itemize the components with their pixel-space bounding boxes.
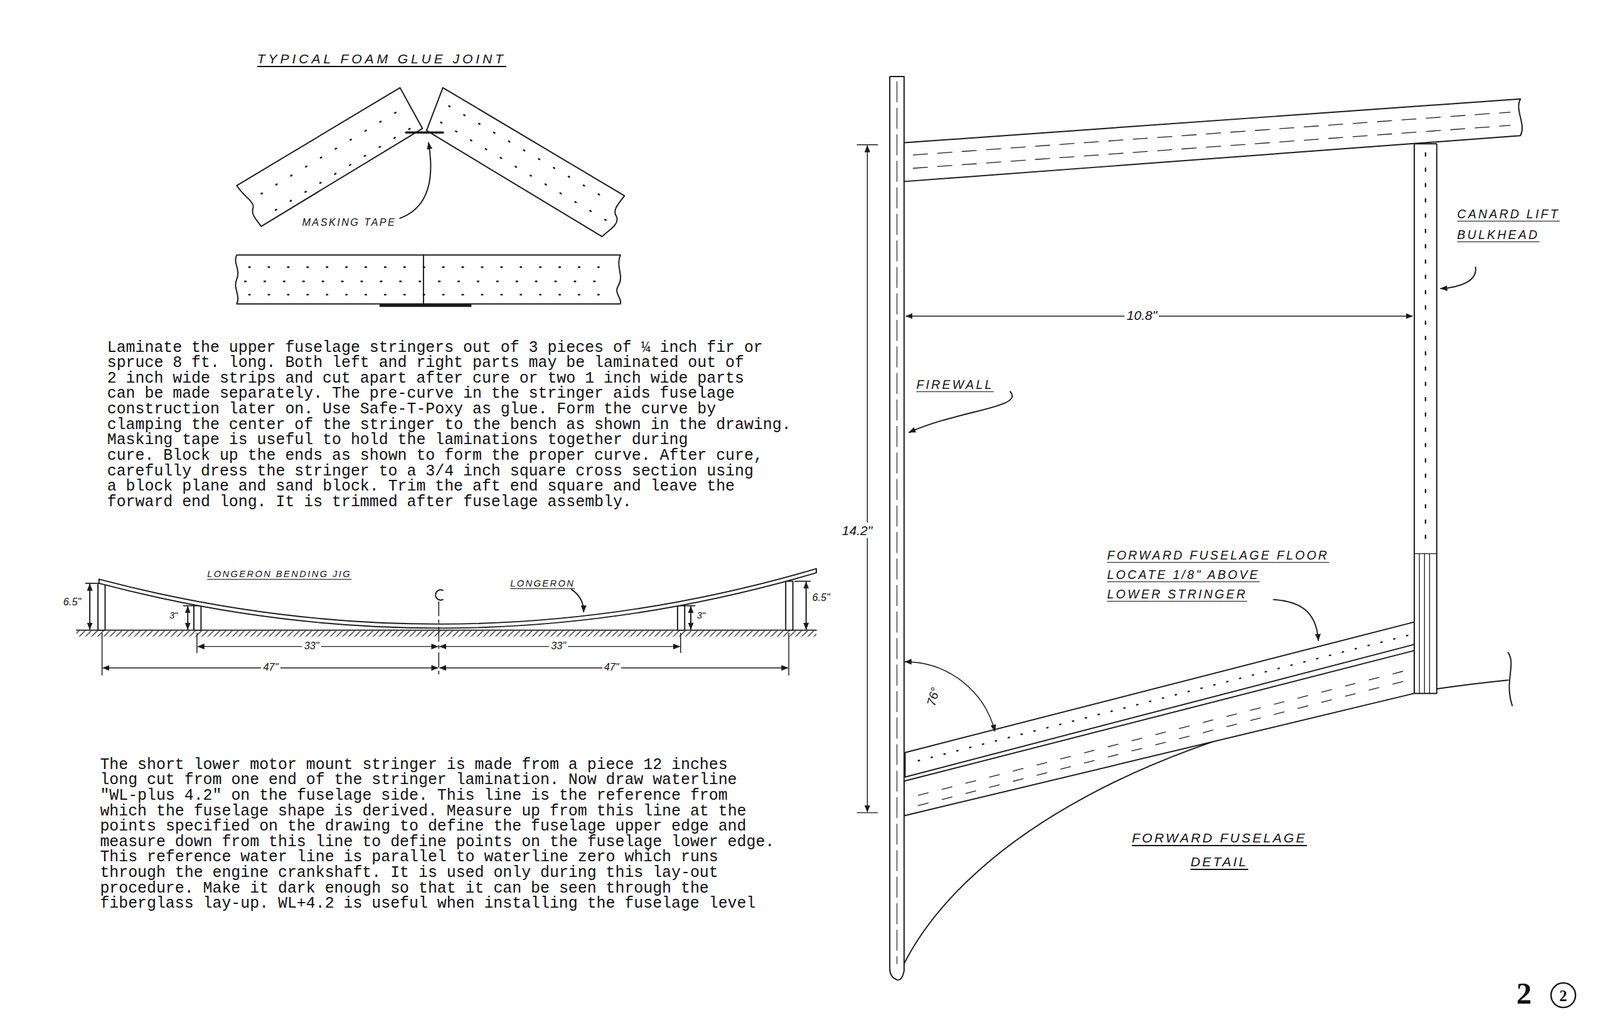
longeron-bending-jig [183, 605, 194, 607]
forward-fuselage-detail [896, 81, 898, 964]
dimension-label: 47" [261, 661, 280, 674]
instruction-paragraph: The short lower motor mount stringer is … [99, 757, 775, 912]
foam-glue-joint [400, 143, 432, 219]
dimension-label: 6.5" [812, 591, 831, 605]
foam-glue-joint [405, 131, 443, 135]
forward-fuselage-detail [1440, 267, 1476, 289]
forward-fuselage-detail [1508, 652, 1513, 706]
figure-caption: FORWARD FUSELAGE DETAIL [1091, 826, 1348, 875]
dimension-label: 3" [697, 610, 706, 622]
longeron-bending-jig [435, 589, 443, 600]
forward-fuselage-detail [1424, 153, 1427, 550]
longeron-bending-jig [785, 581, 793, 631]
foam-glue-joint [236, 87, 423, 227]
dimension-label: 14.2" [839, 522, 875, 539]
foam-glue-joint [379, 303, 472, 307]
figure-title: TYPICAL FOAM GLUE JOINT [257, 50, 507, 67]
forward-fuselage-detail [857, 76, 1523, 981]
forward-fuselage-detail [1273, 599, 1319, 641]
longeron-bending-jig [571, 589, 585, 613]
longeron-bending-jig [99, 569, 817, 629]
longeron-bending-jig [794, 581, 811, 583]
forward-fuselage-detail [889, 76, 905, 981]
longeron-bending-jig [690, 606, 692, 630]
page-number-mark [1551, 983, 1576, 1008]
foam-glue-joint [244, 267, 612, 295]
longeron-bending-jig [677, 606, 685, 631]
instruction-paragraph: Laminate the upper fuselage stringers ou… [107, 340, 792, 511]
figure-title: LONGERON BENDING JIG [207, 569, 352, 581]
foam-glue-joint [441, 106, 609, 221]
foam-glue-joint [235, 254, 621, 304]
dimension-label: 6.5" [63, 596, 81, 609]
longeron-bending-jig [76, 629, 817, 632]
part-label: LONGERON [510, 578, 575, 590]
forward-fuselage-detail [857, 144, 878, 814]
forward-fuselage-detail [906, 315, 1413, 317]
technical-drawing [76, 76, 1576, 1008]
forward-fuselage-detail [867, 145, 868, 812]
longeron-bending-jig [76, 630, 817, 637]
angle-label: 76° [924, 686, 944, 709]
forward-fuselage-detail [918, 635, 1409, 762]
callout-label: MASKING TAPE [301, 216, 396, 230]
forward-fuselage-detail [905, 622, 1415, 778]
page-number: 2 [1551, 986, 1576, 1006]
longeron-bending-jig [76, 569, 817, 678]
longeron-bending-jig [102, 633, 789, 676]
part-note: FORWARD FUSELAGE FLOOR LOCATE 1/8" ABOVE… [1107, 545, 1330, 605]
part-label: FIREWALL [916, 377, 994, 393]
part-label: CANARD LIFT BULKHEAD [1456, 203, 1560, 246]
dimension-label: 33" [549, 640, 568, 653]
dimension-label: 3" [169, 610, 178, 622]
dimension-label: 10.8" [1124, 307, 1159, 324]
longeron-bending-jig [186, 606, 189, 630]
dimension-label: 47" [602, 661, 622, 674]
page-number: 2 [1516, 975, 1532, 1013]
longeron-bending-jig [193, 606, 201, 631]
forward-fuselage-detail [1414, 143, 1437, 694]
longeron-bending-jig [685, 605, 696, 607]
foam-glue-joint [422, 254, 425, 304]
forward-fuselage-detail [909, 391, 1013, 433]
longeron-bending-jig [89, 584, 91, 630]
longeron-bending-jig [805, 582, 807, 630]
forward-fuselage-detail [905, 661, 996, 732]
foam-glue-joint [426, 87, 625, 237]
longeron-bending-jig [97, 583, 105, 631]
page-number-mark [1551, 983, 1576, 1008]
longeron-bending-jig [438, 601, 440, 678]
forward-fuselage-detail [1414, 554, 1437, 694]
foam-glue-joint [261, 107, 410, 211]
dimension-label: 33" [301, 640, 321, 653]
foam-glue-joint [235, 87, 625, 308]
longeron-bending-jig [85, 582, 98, 585]
